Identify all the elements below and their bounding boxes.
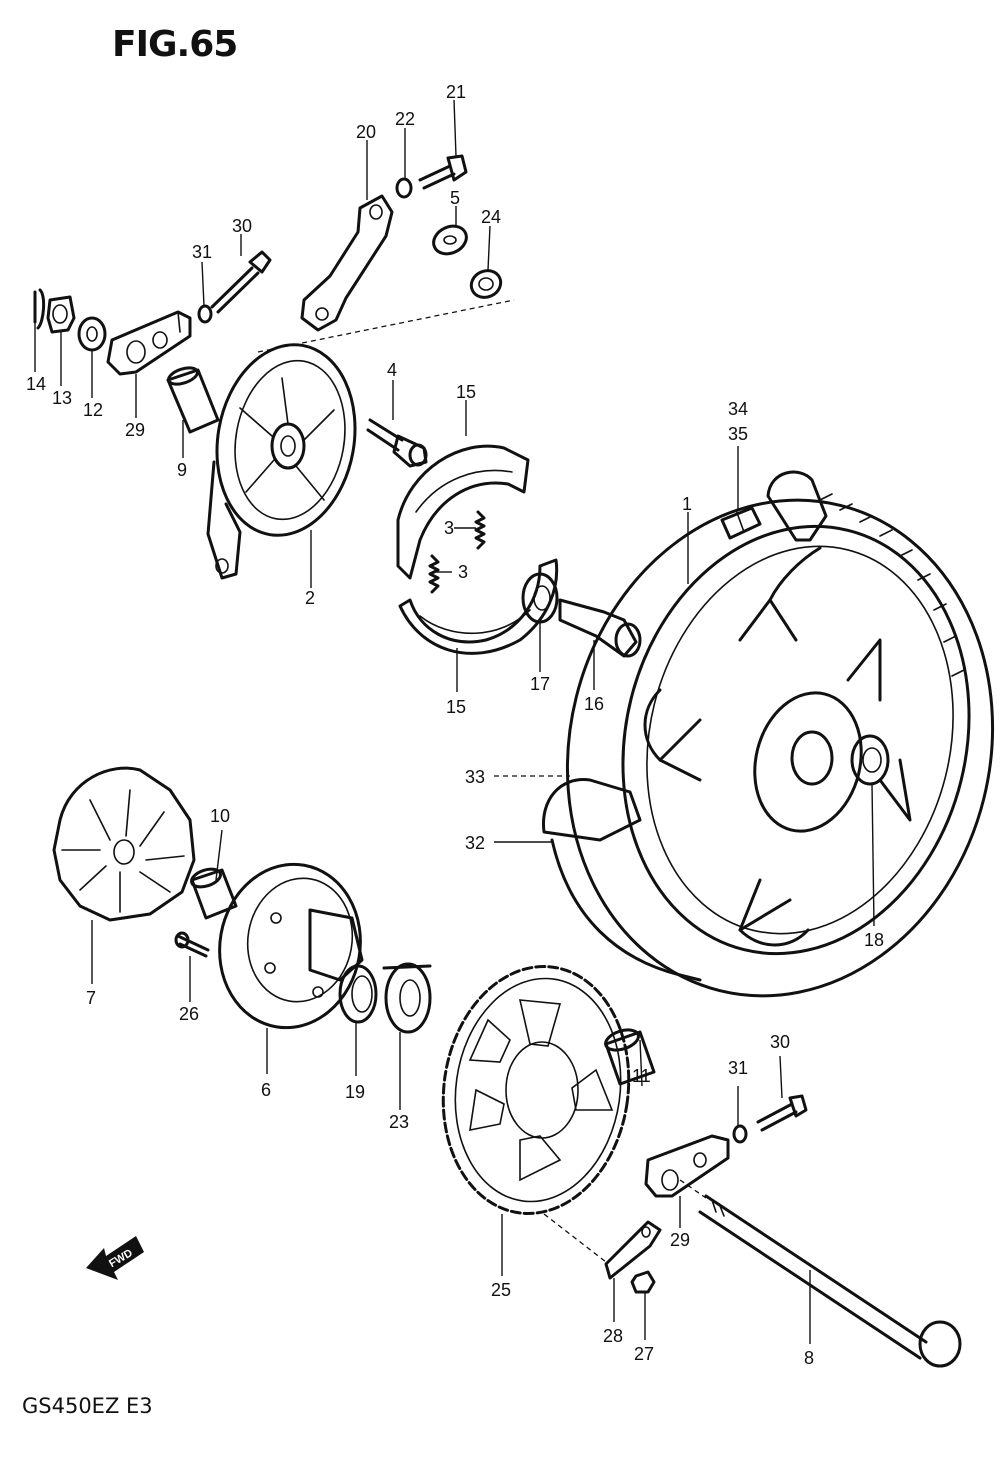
part-castle-nut	[46, 295, 76, 334]
callout-34: 34	[728, 399, 748, 419]
callout-labels: 21 22 20 5 24 30 31 14 13 12 29 9 2 4 15…	[26, 82, 884, 1368]
part-cotter-pin	[33, 288, 46, 330]
part-bolt-26	[174, 931, 210, 958]
callout-33: 33	[465, 767, 485, 787]
callout-18: 18	[864, 930, 884, 950]
part-rear-sprocket	[441, 965, 631, 1215]
callout-30-upper: 30	[232, 216, 252, 236]
callout-9: 9	[177, 460, 187, 480]
part-spring-upper	[474, 510, 486, 550]
part-lever-bolt	[418, 154, 468, 190]
part-seal-24	[469, 269, 503, 299]
part-spring-lower	[428, 554, 440, 594]
part-brake-panel	[206, 343, 357, 580]
callout-21: 21	[446, 82, 466, 102]
part-brake-shoe-lower	[398, 558, 559, 655]
part-spacer-11	[604, 1028, 656, 1086]
callout-28: 28	[603, 1326, 623, 1346]
callout-4: 4	[387, 360, 397, 380]
part-brake-cam	[366, 418, 428, 468]
callout-25: 25	[491, 1280, 511, 1300]
part-washer-5	[432, 224, 468, 256]
part-bearing-18	[850, 734, 890, 786]
callout-15-lower: 15	[446, 697, 466, 717]
callout-29-lower: 29	[670, 1230, 690, 1250]
callout-35: 35	[728, 424, 748, 444]
callout-7: 7	[86, 988, 96, 1008]
part-wheel-damper	[52, 766, 196, 922]
callout-3-upper: 3	[444, 518, 454, 538]
callout-5: 5	[450, 188, 460, 208]
callout-2: 2	[305, 588, 315, 608]
part-bush-10	[190, 867, 238, 920]
callout-12: 12	[83, 400, 103, 420]
callout-11: 11	[632, 1066, 651, 1086]
figure-title: FIG.65	[112, 24, 238, 65]
callout-31-upper: 31	[192, 242, 212, 262]
part-rear-axle	[698, 1194, 962, 1368]
callout-20: 20	[356, 122, 376, 142]
callout-17: 17	[530, 674, 550, 694]
part-adjuster-bolt-upper	[210, 250, 272, 314]
callout-23: 23	[389, 1112, 409, 1132]
part-adjuster-bolt-lower	[756, 1094, 808, 1132]
callout-15-upper: 15	[456, 382, 476, 402]
callout-6: 6	[261, 1080, 271, 1100]
callout-22: 22	[395, 109, 415, 129]
model-code: GS450EZ E3	[22, 1394, 153, 1418]
part-brake-cam-lever	[300, 194, 394, 332]
callout-24: 24	[481, 207, 501, 227]
callout-32: 32	[465, 833, 485, 853]
part-rear-wheel	[542, 470, 995, 998]
part-lock-washer-22	[395, 177, 413, 199]
callout-16: 16	[584, 694, 604, 714]
callout-27: 27	[634, 1344, 654, 1364]
part-chain-adjuster-upper	[106, 310, 192, 376]
part-chain-adjuster-lower	[644, 1134, 730, 1198]
fwd-arrow-icon: FWD	[86, 1236, 144, 1280]
part-nut-27	[630, 1270, 656, 1294]
callout-31-lower: 31	[728, 1058, 748, 1078]
callout-19: 19	[345, 1082, 365, 1102]
callout-26: 26	[179, 1004, 199, 1024]
callout-10: 10	[210, 806, 230, 826]
callout-13: 13	[52, 388, 72, 408]
callout-14: 14	[26, 374, 46, 394]
part-spacer-19	[338, 964, 378, 1024]
part-brake-shoe-upper	[396, 444, 530, 580]
callout-3-lower: 3	[458, 562, 468, 582]
callout-1: 1	[682, 494, 692, 514]
part-lock-plate	[604, 1220, 662, 1280]
part-lock-washer-lower	[732, 1124, 748, 1144]
leader-lines	[34, 99, 875, 1344]
part-lock-washer-upper	[197, 304, 213, 324]
part-valve	[720, 506, 762, 540]
part-bearing-23	[382, 962, 432, 1034]
part-spacer-16	[558, 598, 642, 658]
callout-29-upper: 29	[125, 420, 145, 440]
part-sprocket-carrier	[218, 862, 364, 1030]
part-spacer-9	[166, 366, 220, 434]
part-washer-12	[77, 316, 107, 352]
callout-30-lower: 30	[770, 1032, 790, 1052]
callout-8: 8	[804, 1348, 814, 1368]
